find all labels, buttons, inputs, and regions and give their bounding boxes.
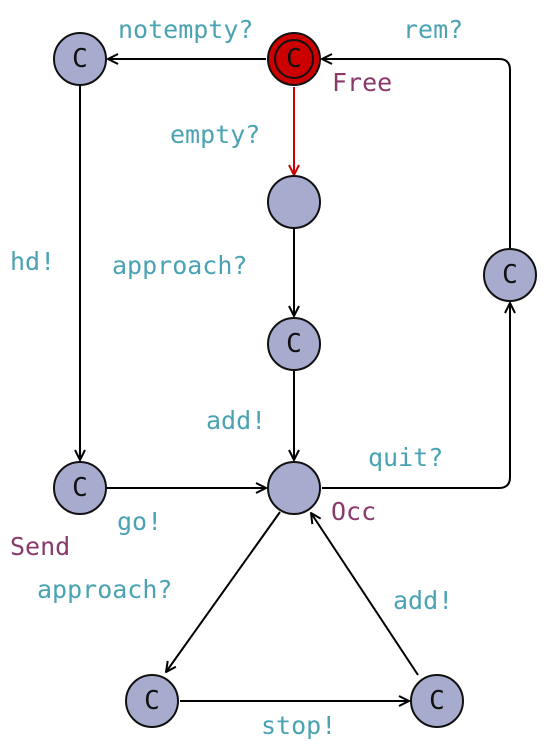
state-free[interactable]: C <box>267 32 321 86</box>
label-go: go! <box>117 507 162 536</box>
label-hd: hd! <box>10 247 55 276</box>
label-add-2: add! <box>393 586 453 615</box>
state-after-empty[interactable] <box>267 175 321 229</box>
svg-text:C: C <box>72 473 88 503</box>
edge-add-2[interactable] <box>311 513 419 676</box>
state-name-occ: Occ <box>331 497 376 526</box>
svg-text:C: C <box>144 686 160 716</box>
transition-labels: notempty? empty? rem? hd! approach? add!… <box>10 15 463 740</box>
state-after-approach[interactable]: C <box>267 317 321 371</box>
label-notempty: notempty? <box>118 15 253 44</box>
state-send[interactable]: C <box>53 461 107 515</box>
transitions <box>80 59 510 701</box>
states: C C C C C C C <box>53 32 537 728</box>
initial-ring <box>274 39 314 79</box>
svg-text:C: C <box>429 686 445 716</box>
svg-text:C: C <box>72 44 88 74</box>
edge-quit[interactable] <box>322 303 510 489</box>
state-name-free: Free <box>332 68 392 97</box>
state-names: Free Occ Send <box>10 68 392 561</box>
svg-text:C: C <box>502 260 518 290</box>
state-bottom-right[interactable]: C <box>410 674 464 728</box>
state-after-notempty[interactable]: C <box>53 32 107 86</box>
label-add-1: add! <box>206 406 266 435</box>
label-rem: rem? <box>403 15 463 44</box>
label-stop: stop! <box>261 711 336 740</box>
svg-text:C: C <box>286 329 302 359</box>
label-quit: quit? <box>368 443 443 472</box>
label-approach-1: approach? <box>112 251 247 280</box>
svg-text:C: C <box>286 44 302 74</box>
label-approach-2: approach? <box>37 575 172 604</box>
state-right[interactable]: C <box>483 248 537 302</box>
state-name-send: Send <box>10 532 70 561</box>
edge-approach-2[interactable] <box>166 511 281 672</box>
state-bottom-left[interactable]: C <box>125 674 179 728</box>
edge-rem[interactable] <box>322 59 511 248</box>
label-empty: empty? <box>170 120 260 149</box>
state-occ[interactable] <box>267 461 321 515</box>
